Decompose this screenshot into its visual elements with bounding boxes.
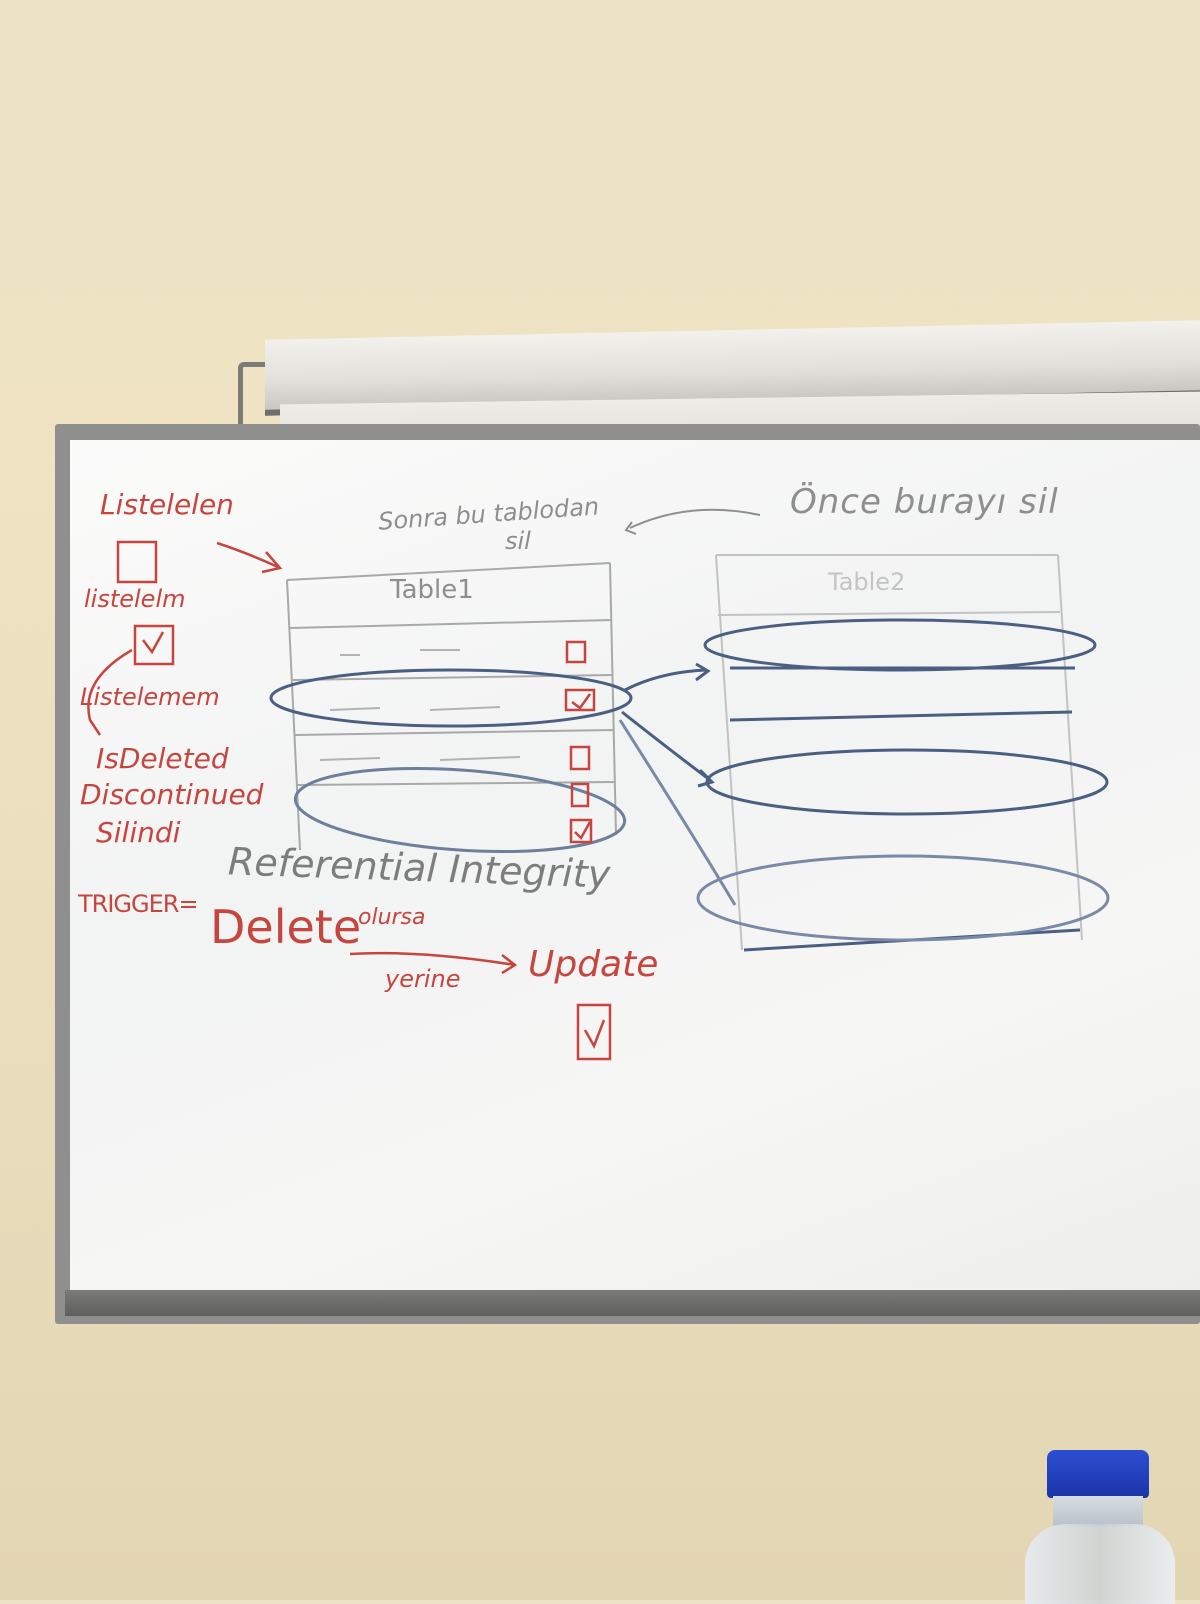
blue-arrows bbox=[618, 662, 737, 906]
table2-title: Table2 bbox=[828, 568, 906, 596]
yerine-label: yerine bbox=[385, 965, 461, 993]
red-arrows bbox=[87, 541, 518, 975]
update-label: Update bbox=[528, 944, 659, 985]
note-silindi: Silindi bbox=[96, 816, 181, 849]
delete-label: Delete bbox=[210, 900, 362, 954]
note-listelemem: Listelemem bbox=[80, 683, 220, 711]
note-listelelm: listelelm bbox=[84, 585, 186, 613]
table2-caption: Önce burayı sil bbox=[790, 482, 1059, 522]
bottle-neck bbox=[1053, 1496, 1143, 1526]
note-listelelen: Listelelen bbox=[100, 488, 234, 521]
trigger-label: TRIGGER= bbox=[78, 890, 199, 918]
bottle-body bbox=[1025, 1524, 1175, 1604]
note-discontinued: Discontinued bbox=[80, 778, 264, 811]
table1-caption-line2: sil bbox=[505, 527, 531, 555]
table1-title: Table1 bbox=[390, 575, 474, 605]
left-checkboxes bbox=[116, 540, 612, 1061]
water-bottle bbox=[1025, 1450, 1175, 1604]
note-isdeleted: IsDeleted bbox=[96, 742, 229, 775]
whiteboard-tray bbox=[65, 1290, 1200, 1316]
table1-checkboxes bbox=[564, 640, 596, 844]
olursa-label: olursa bbox=[358, 905, 426, 930]
whiteboard-surface bbox=[70, 440, 1200, 1305]
bottle-cap bbox=[1047, 1450, 1149, 1498]
table2-outline bbox=[715, 554, 1083, 951]
blue-ovals bbox=[269, 618, 1110, 942]
